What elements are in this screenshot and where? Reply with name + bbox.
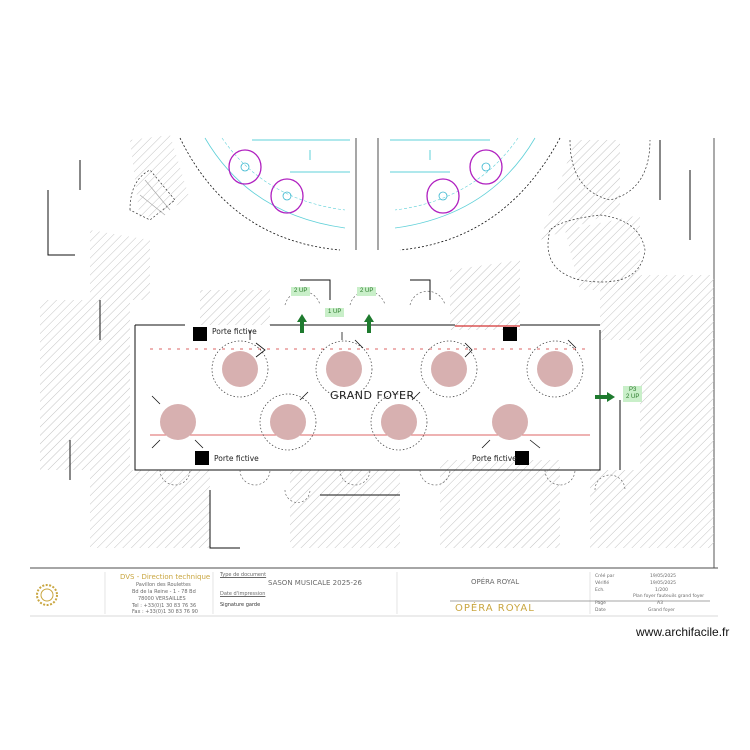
right-field-4: Page bbox=[595, 601, 606, 606]
table-8 bbox=[492, 404, 528, 440]
right-field-2: Vérifié bbox=[595, 581, 610, 586]
right-field-5: Date bbox=[595, 608, 606, 613]
right-value-1: 19/05/2025 bbox=[650, 574, 676, 579]
staircases bbox=[129, 139, 651, 283]
venue-small: OPÉRA ROYAL bbox=[471, 578, 520, 586]
logo-emblem bbox=[36, 584, 58, 606]
wall-hatching bbox=[40, 135, 714, 548]
banquet-tables bbox=[151, 330, 584, 451]
exit-tag-left: 2 UP bbox=[291, 287, 311, 296]
field-label-print-date: Date d'impression bbox=[220, 591, 266, 597]
table-4 bbox=[537, 351, 573, 387]
exit-tag-east: P3 2 UP bbox=[623, 386, 643, 402]
address-line-4: Tel : +33(0)1 30 83 76 36 bbox=[132, 603, 197, 609]
fictive-door-markers bbox=[193, 327, 529, 465]
title-block-lines bbox=[104, 572, 710, 614]
door-label-bottom-right: Porte fictive bbox=[472, 454, 517, 463]
right-value-3: 1/200 bbox=[655, 588, 668, 593]
exit-arrows bbox=[297, 314, 615, 402]
watermark-link[interactable]: www.archifacile.fr bbox=[636, 625, 730, 639]
right-field-3: Ech. bbox=[595, 588, 605, 593]
department-title: DVS - Direction technique bbox=[120, 573, 211, 581]
auditorium-arcs bbox=[179, 137, 561, 251]
right-value-2: 19/05/2025 bbox=[650, 581, 676, 586]
door-swings bbox=[159, 290, 626, 503]
exit-tag-right: 2 UP bbox=[357, 287, 377, 296]
right-value-6: Grand foyer bbox=[648, 608, 675, 613]
marked-seats bbox=[228, 149, 503, 214]
field-label-doc-type: Type de document bbox=[220, 572, 267, 578]
field-label-signature: Signature garde bbox=[220, 602, 261, 608]
table-3 bbox=[431, 351, 467, 387]
right-value-5: A3 bbox=[657, 601, 663, 606]
season-title: SASON MUSICALE 2025-26 bbox=[268, 579, 362, 587]
table-2 bbox=[326, 351, 362, 387]
right-field-1: Créé par bbox=[595, 574, 615, 579]
address-line-2: Bd de la Reine - 1 - 78 Bd bbox=[132, 589, 196, 595]
address-line-3: 78000 VERSAILLES bbox=[138, 596, 186, 602]
right-value-4: Plan foyer fauteuils grand foyer bbox=[633, 594, 705, 599]
table-6 bbox=[270, 404, 306, 440]
walls bbox=[47, 140, 691, 549]
address-line-5: Fax : +33(0)1 30 83 76 90 bbox=[132, 609, 198, 615]
door-label-bottom-left: Porte fictive bbox=[214, 454, 259, 463]
address-line-1: Pavillon des Roulettes bbox=[136, 582, 191, 588]
table-7 bbox=[381, 404, 417, 440]
door-label-top-left: Porte fictive bbox=[212, 327, 257, 336]
room-title: GRAND FOYER bbox=[330, 389, 415, 402]
table-1 bbox=[222, 351, 258, 387]
table-5 bbox=[160, 404, 196, 440]
exit-tag-center: 1 UP bbox=[325, 308, 345, 317]
venue-large: OPÉRA ROYAL bbox=[455, 603, 535, 614]
